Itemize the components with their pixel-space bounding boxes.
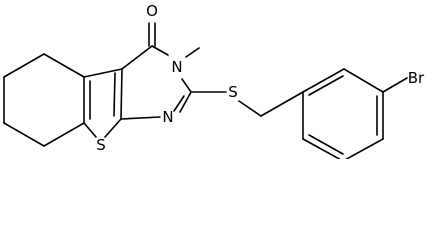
bond-pyrimidinone-c2-n1 [179,91,192,113]
bond-pyrimidinone-c4a-c4 [121,45,153,70]
thioether-sulfur-label: S [228,83,238,101]
bond-benzene-1 [302,68,345,93]
bonds [3,22,408,159]
bond-pyrimidinone-c4-n3 [151,45,169,56]
bond-benzene-2 [343,68,384,93]
bond-benzene-1-inner [308,75,344,96]
bond-thiophene-s-c7a [83,122,97,138]
bond-thiophene-c8a-s [104,118,122,138]
thiophene-sulfur-label: S [96,136,106,154]
atom-labels: O N N S S Br [96,2,425,154]
bond-thiophene-c4a-c8a-double [113,72,116,117]
bond-benzene-5-inner [308,134,344,155]
chemical-structure-diagram: O N N S S Br [3,2,425,159]
bond-cyclohexane-4 [43,122,85,147]
bond-cyclohexane-3 [3,122,45,147]
bond-thiophene-c3a-c4a [83,68,123,78]
bond-ch2-aryl [260,91,304,117]
bond-pyrimidinone-n1-c8a [120,116,161,120]
bond-thiophene-c4a-c8a [120,68,123,120]
bromine-label: Br [408,69,425,87]
nitrogen-ring-label: N [162,108,173,126]
bond-thioether-s-ch2 [238,100,262,117]
bond-n-methyl [185,47,200,58]
nitrogen-methyl-label: N [171,58,182,76]
bond-benzene-4 [344,138,384,159]
bond-cyclohexane-5 [43,53,85,78]
bond-aryl-bromine [382,77,408,93]
bond-pyrimidinone-c2-n1-double [173,95,185,112]
bond-benzene-5 [302,138,342,159]
bond-cyclohexane-1 [3,53,45,78]
oxygen-label: O [146,2,158,20]
bond-pyrimidinone-n3-c2 [181,78,192,93]
